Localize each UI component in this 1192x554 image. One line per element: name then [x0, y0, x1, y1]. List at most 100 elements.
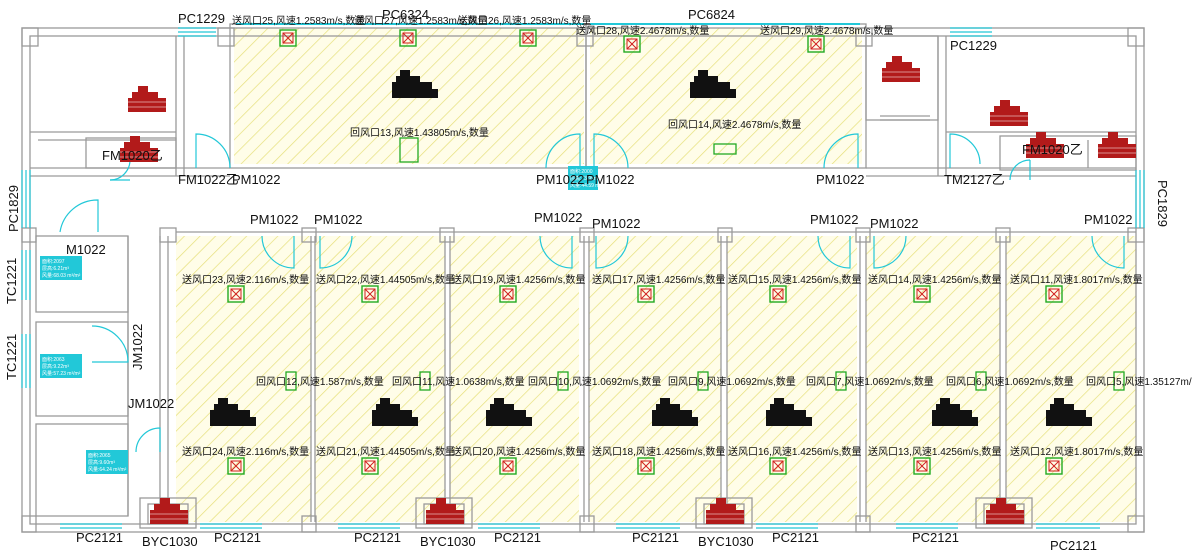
label-pc6824: PC6824 — [688, 7, 735, 22]
return-grille — [1113, 371, 1125, 391]
vent-label-row3: 送风口16,风速1.4256m/s,数量 — [728, 445, 861, 458]
return-grille — [835, 371, 847, 391]
return-grille — [713, 143, 737, 155]
label-pc2121: PC2121 — [214, 530, 261, 545]
vent-label-row2: 回风口5,风速1.35127m/s, — [1086, 376, 1192, 388]
room-tag-a-line3: 风量:68.03 m³/m² — [42, 272, 81, 279]
vent-label-13: 回风口13,风速1.43805m/s,数量 — [350, 126, 489, 139]
label-pc1829-right: PC1829 — [1155, 180, 1170, 227]
label-pm1022-row: PM1022 — [592, 216, 640, 231]
label-pm1022-row: PM1022 — [534, 210, 582, 225]
return-grille — [975, 371, 987, 391]
vent-label-row3: 送风口21,风速1.44505m/s,数量 — [316, 445, 455, 458]
label-pm1022-row: PM1022 — [810, 212, 858, 227]
return-grille — [285, 371, 297, 391]
red-unit-3 — [881, 55, 921, 83]
vent-label-row3: 送风口18,风速1.4256m/s,数量 — [592, 445, 725, 458]
label-byc1030: BYC1030 — [420, 534, 476, 549]
vent-label-28: 送风口28,风速2.4678m/s,数量 — [576, 24, 709, 37]
label-m1022: M1022 — [66, 242, 106, 257]
vent-label-row1: 送风口19,风速1.4256m/s,数量 — [452, 273, 585, 286]
label-pc2121: PC2121 — [772, 530, 819, 545]
bottom-room-6 — [866, 236, 1000, 522]
label-pm1022-row: PM1022 — [250, 212, 298, 227]
doors — [59, 133, 1125, 453]
vent-label-row1: 送风口22,风速1.44505m/s,数量 — [316, 273, 455, 286]
room-tag-b-line1: 面积:2063 — [42, 356, 65, 363]
label-tc1221-a: TC1221 — [4, 258, 19, 304]
label-pc1829-left: PC1829 — [6, 185, 21, 232]
label-pc2121: PC2121 — [76, 530, 123, 545]
vent-label-row2: 回风口6,风速1.0692m/s,数量 — [946, 375, 1074, 388]
vent-label-row3: 送风口12,风速1.8017m/s,数量 — [1010, 445, 1143, 458]
red-unit-4 — [989, 99, 1029, 127]
label-pm1022-top3: PM1022 — [586, 172, 634, 187]
vent-label-row2: 回风口10,风速1.0692m/s,数量 — [528, 375, 661, 388]
room-tag-a — [40, 256, 82, 280]
label-pm1022-row: PM1022 — [1084, 212, 1132, 227]
return-grille — [697, 371, 709, 391]
label-pc1229-right: PC1229 — [950, 38, 997, 53]
vents — [227, 29, 1125, 475]
bottom-room-2 — [315, 236, 445, 522]
vent-label-row3: 送风口13,风速1.4256m/s,数量 — [868, 445, 1001, 458]
label-pm1022-top1: PM1022 — [232, 172, 280, 187]
label-pc2121: PC2121 — [354, 530, 401, 545]
room-tag-b-line2: 层高:9.22m³ — [42, 363, 69, 370]
label-pc2121: PC2121 — [1050, 538, 1097, 553]
vent-label-27: 送风口27,风速1.2583m/s,数量 — [354, 14, 487, 27]
room-tag-d-line3: 风量:44.59 m³/m² — [570, 182, 609, 189]
vent-label-row2: 回风口9,风速1.0692m/s,数量 — [668, 375, 796, 388]
label-pc1229-left: PC1229 — [178, 11, 225, 26]
room-tag-d-line1: 面积:2000 — [570, 168, 593, 175]
room-tag-c-line2: 层高:9.60m³ — [88, 459, 115, 466]
label-pm1022-row: PM1022 — [314, 212, 362, 227]
windows — [21, 23, 1145, 529]
return-grille — [399, 137, 419, 163]
label-tc1221-b: TC1221 — [4, 334, 19, 380]
red-unit-1 — [127, 85, 167, 113]
vent-annotations: 送风口25,风速1.2583m/s,数量 送风口27,风速1.2583m/s,数… — [182, 14, 1192, 458]
return-grille — [419, 371, 431, 391]
bottom-room-5 — [727, 236, 857, 522]
label-pm1022-row: PM1022 — [870, 216, 918, 231]
label-fm1020-left: FM1020乙 — [102, 148, 163, 163]
vent-label-14: 回风口14,风速2.4678m/s,数量 — [668, 118, 801, 131]
label-pm1022-top4: PM1022 — [816, 172, 864, 187]
label-pm1022-top2: PM1022 — [536, 172, 584, 187]
vent-label-25: 送风口25,风速1.2583m/s,数量 — [232, 14, 365, 27]
opening-labels: PC1229 PC6324 PC6824 PC1229 FM1020乙 FM10… — [4, 7, 1170, 553]
label-tm2127: TM2127乙 — [944, 172, 1005, 187]
room-tag-d-line2: 层高:73.99m³ — [570, 175, 600, 182]
vent-label-row3: 送风口24,风速2.116m/s,数量 — [182, 445, 309, 458]
label-pc6324: PC6324 — [382, 7, 429, 22]
label-pc2121: PC2121 — [494, 530, 541, 545]
label-jm1022-vertical: JM1022 — [130, 324, 145, 370]
vent-label-row1: 送风口14,风速1.4256m/s,数量 — [868, 273, 1001, 286]
vent-label-29: 送风口29,风速2.4678m/s,数量 — [760, 24, 893, 37]
label-fm1022-left: FM1022乙 — [178, 172, 239, 187]
vent-label-row1: 送风口23,风速2.116m/s,数量 — [182, 273, 309, 286]
vent-label-row1: 送风口15,风速1.4256m/s,数量 — [728, 273, 861, 286]
vent-label-row2: 回风口7,风速1.0692m/s,数量 — [806, 375, 934, 388]
room-tag-a-line1: 面积:2097 — [42, 258, 65, 265]
room-tag-c-line3: 风量:64.24 m³/m² — [88, 466, 127, 473]
vent-label-row1: 送风口17,风速1.4256m/s,数量 — [592, 273, 725, 286]
vent-label-26: 送风口26,风速1.2583m/s,数量 — [458, 14, 591, 27]
label-fm1020-right: FM1020乙 — [1022, 142, 1083, 157]
label-pc2121: PC2121 — [912, 530, 959, 545]
vent-label-row3: 送风口20,风速1.4256m/s,数量 — [452, 445, 585, 458]
room-tag-b — [40, 354, 82, 378]
room-tag-a-line2: 层高:6.21m³ — [42, 265, 69, 272]
label-byc1030: BYC1030 — [698, 534, 754, 549]
vent-label-row1: 送风口11,风速1.8017m/s,数量 — [1010, 273, 1143, 286]
vent-label-row2: 回风口12,风速1.587m/s,数量 — [256, 375, 384, 388]
room-tags: 面积:2097 层高:6.21m³ 风量:68.03 m³/m² 面积:2063… — [40, 166, 609, 474]
label-jm1022-horizontal: JM1022 — [128, 396, 174, 411]
return-grille — [557, 371, 569, 391]
label-pc2121: PC2121 — [632, 530, 679, 545]
vent-label-row2: 回风口11,风速1.0638m/s,数量 — [392, 375, 525, 388]
room-tag-c — [86, 450, 128, 474]
room-tag-c-line1: 面积:2065 — [88, 452, 111, 459]
